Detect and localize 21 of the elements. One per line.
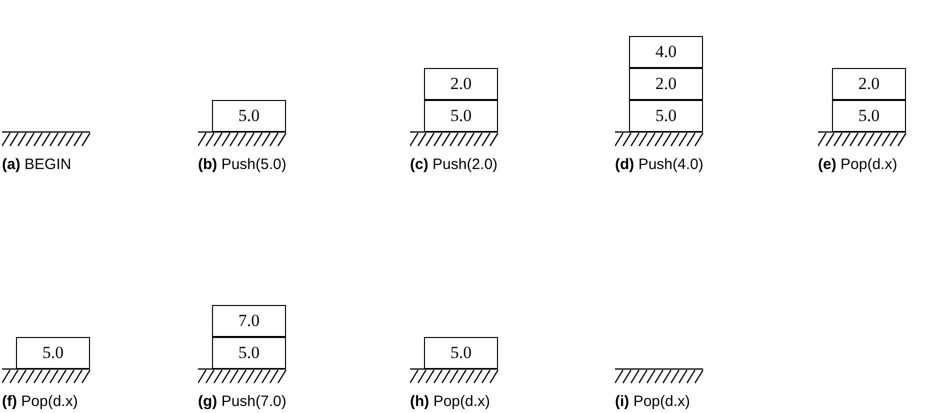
stack-item: 2.0 bbox=[832, 68, 906, 100]
stack-item: 5.0 bbox=[424, 337, 498, 369]
panel-caption: (e) Pop(d.x) bbox=[818, 156, 898, 173]
panel-caption: (f) Pop(d.x) bbox=[2, 393, 78, 410]
stack-item: 5.0 bbox=[16, 337, 90, 369]
stack-item: 4.0 bbox=[629, 36, 703, 68]
stack-item: 5.0 bbox=[832, 100, 906, 132]
stack-item: 2.0 bbox=[629, 68, 703, 100]
stack-item: 5.0 bbox=[629, 100, 703, 132]
panel-caption: (a) BEGIN bbox=[2, 156, 72, 173]
stack-item: 5.0 bbox=[212, 100, 286, 132]
panel-caption: (d) Push(4.0) bbox=[615, 156, 704, 173]
panel-caption: (b) Push(5.0) bbox=[198, 156, 286, 173]
stack-item: 2.0 bbox=[424, 68, 498, 100]
panel-caption: (i) Pop(d.x) bbox=[615, 393, 690, 410]
panel-caption: (g) Push(7.0) bbox=[198, 393, 286, 410]
stack-item: 7.0 bbox=[212, 305, 286, 337]
panel-caption: (h) Pop(d.x) bbox=[410, 393, 490, 410]
stack-item: 5.0 bbox=[424, 100, 498, 132]
stack-item: 5.0 bbox=[212, 337, 286, 369]
panel-caption: (c) Push(2.0) bbox=[410, 156, 498, 173]
